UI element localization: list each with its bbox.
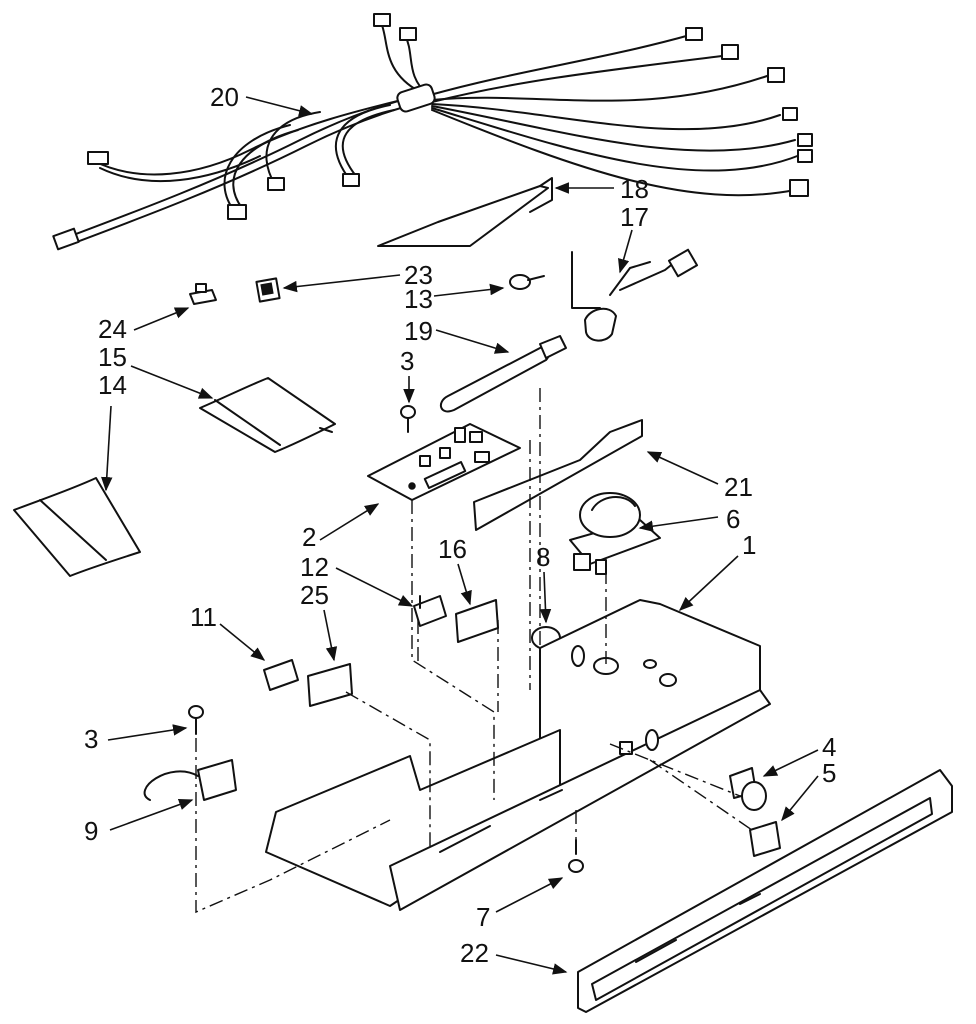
callout-12: 12: [300, 552, 329, 582]
callout-1: 1: [742, 530, 756, 560]
part-shield-14: [13, 477, 141, 577]
part-screw-3-lower: [188, 705, 204, 735]
callout-4: 4: [822, 732, 836, 762]
callout-2: 2: [302, 522, 316, 552]
callout-16: 16: [438, 534, 467, 564]
part-switch-5: [749, 821, 781, 857]
leader-lines: [101, 96, 819, 975]
callout-3-lower: 3: [84, 724, 98, 754]
callout-14: 14: [98, 370, 127, 400]
callout-7: 7: [476, 902, 490, 932]
callout-labels: 20 18 17 23 13 19 24 3 15 14 21 6 2 1 16…: [84, 82, 836, 968]
callout-17: 17: [620, 202, 649, 232]
part-sensor-17: [571, 248, 699, 309]
wiring-harness: [52, 13, 813, 251]
part-switch-12: [413, 595, 447, 627]
callout-21: 21: [724, 472, 753, 502]
part-tray: [265, 689, 771, 911]
part-switch-11: [263, 659, 299, 691]
part-timer-6: [569, 492, 661, 575]
part-lens-15: [199, 377, 336, 453]
part-screw-3-upper: [400, 405, 416, 433]
part-circuit-board-2: [367, 423, 521, 501]
callout-22: 22: [460, 938, 489, 968]
part-bulb-19: [439, 307, 617, 413]
part-switch-9: [143, 759, 237, 801]
callout-8: 8: [536, 542, 550, 572]
callout-9: 9: [84, 816, 98, 846]
part-clip-24: [189, 283, 217, 305]
callout-25: 25: [300, 580, 329, 610]
part-front-panel-22: [577, 769, 953, 1013]
part-screw-7: [568, 839, 584, 873]
part-pad-25: [307, 663, 353, 707]
callout-20: 20: [210, 82, 239, 112]
part-insulator-21: [473, 419, 643, 531]
part-screw-13: [509, 274, 545, 290]
callout-11: 11: [190, 602, 217, 632]
callout-18: 18: [620, 174, 649, 204]
callout-19: 19: [404, 316, 433, 346]
assembly-lines: [195, 388, 753, 914]
part-cover-18: [377, 177, 553, 247]
callout-23: 23: [404, 260, 433, 290]
callout-24: 24: [98, 314, 127, 344]
callout-6: 6: [726, 504, 740, 534]
part-pad-16: [455, 599, 499, 643]
callout-5: 5: [822, 758, 836, 788]
callout-13: 13: [404, 284, 433, 314]
part-knob-4: [729, 767, 767, 811]
part-clip-23: [255, 277, 281, 303]
callout-3-upper: 3: [400, 346, 414, 376]
callout-15: 15: [98, 342, 127, 372]
